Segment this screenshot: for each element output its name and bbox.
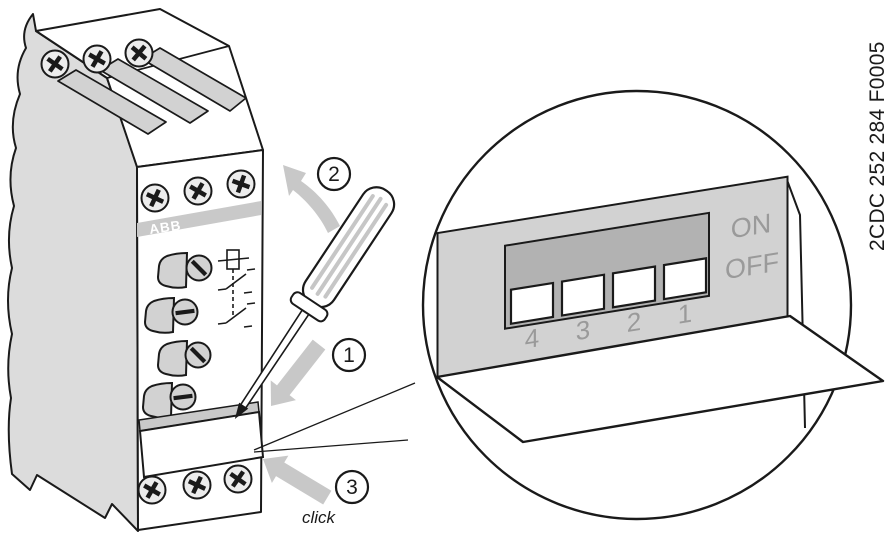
terminal-screws-top — [40, 38, 154, 79]
dip-switch-lever-3 — [560, 273, 606, 317]
dip-switch-recess — [504, 211, 710, 330]
screw-icon — [182, 470, 212, 500]
abb-brand-band — [137, 201, 261, 237]
knob-slot — [175, 308, 195, 316]
step-badge-circle — [334, 469, 370, 505]
front-screws — [140, 169, 256, 213]
dip-switch-lever-4 — [509, 281, 555, 326]
knob-pointer — [156, 339, 189, 377]
dip-switch-number: 1 — [678, 298, 692, 330]
rotary-knob — [143, 296, 199, 334]
terminal-fin — [99, 58, 209, 124]
magnifier-view: 4 3 2 1 ON OFF — [421, 89, 885, 521]
step-2-badge: 2 — [316, 156, 352, 192]
cover-face — [138, 410, 265, 479]
dip-switch-panel: 4 3 2 1 ON OFF — [436, 175, 789, 379]
abb-logo: ABB — [148, 218, 182, 237]
rotary-knob — [156, 339, 212, 377]
device-side-panel — [7, 13, 139, 532]
callout-line — [253, 439, 409, 453]
rotary-knob — [141, 381, 197, 419]
step-1-badge: 1 — [331, 337, 367, 373]
dip-switch-number: 2 — [627, 306, 641, 338]
knob-slot — [190, 259, 208, 277]
screw-icon — [82, 44, 112, 74]
callout-line — [253, 382, 416, 451]
knob-pointer — [143, 296, 176, 334]
relay-circuit-symbol — [217, 249, 256, 328]
screw-icon — [140, 183, 170, 213]
screw-icon — [124, 38, 154, 68]
screw-icon — [223, 464, 253, 494]
step-number: 2 — [328, 163, 340, 186]
handle-ribs — [310, 194, 389, 299]
dip-switch-lever-1 — [662, 257, 708, 301]
step-number: 3 — [346, 476, 358, 499]
screwdriver — [234, 186, 396, 419]
dip-switch-number: 3 — [576, 314, 590, 346]
screwdriver-tip — [234, 402, 249, 419]
step-annotations — [263, 165, 340, 505]
dip-switch-number: 4 — [525, 322, 539, 354]
step-number: 1 — [343, 344, 355, 367]
adjustment-knobs — [141, 251, 213, 419]
step-badge-circle — [316, 156, 352, 192]
screwdriver-ferrule — [289, 291, 329, 323]
knob-slot — [189, 346, 207, 364]
curved-arrow-up-icon — [283, 165, 340, 233]
knob-slot — [173, 393, 193, 401]
rotary-knob — [156, 251, 213, 289]
image-code: 2CDC 252 284 F0005 — [866, 41, 889, 251]
on-label: ON — [731, 207, 771, 244]
step-3-badge: 3 — [334, 469, 370, 505]
dip-switch-lever-2 — [611, 265, 657, 309]
arrow-down-left-icon — [270, 339, 326, 406]
screw-icon — [183, 176, 213, 206]
callout-lines — [253, 382, 416, 453]
screw-icon — [40, 49, 70, 79]
knob-pointer — [141, 381, 174, 419]
click-label: click — [302, 508, 337, 527]
knob-pointer — [156, 251, 189, 289]
step-badge-circle — [331, 337, 367, 373]
dip-cover-open — [435, 314, 885, 444]
relay-device: ABB — [7, 8, 265, 532]
terminal-fin — [141, 47, 247, 112]
screw-icon — [226, 169, 256, 199]
terminal-screws-bottom — [137, 464, 253, 505]
arrow-up-left-icon — [263, 455, 332, 505]
screw-icon — [137, 475, 167, 505]
terminal-fins — [57, 47, 247, 135]
terminal-fin — [57, 69, 167, 135]
dip-cover-closed — [138, 401, 265, 479]
dip-switch-levers — [509, 257, 708, 326]
